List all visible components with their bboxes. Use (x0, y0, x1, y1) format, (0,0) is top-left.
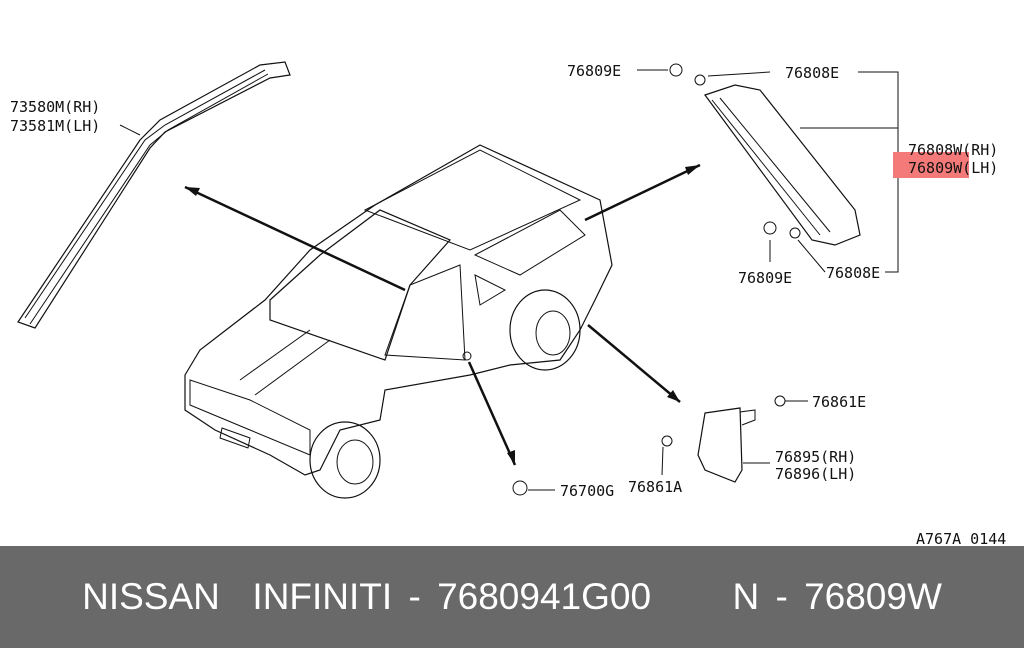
label-76809w-prefix: 76809 (908, 159, 953, 177)
label-76861a: 76861A (628, 478, 682, 496)
label-76809e-top: 76809E (567, 62, 621, 80)
vehicle-drawing (184, 144, 613, 499)
diagram-code: A767A 0144 (916, 530, 1006, 546)
label-76861e: 76861E (812, 393, 866, 411)
garnish-drawing (669, 63, 861, 246)
roof-moulding-drawing (17, 61, 291, 329)
label-76700g: 76700G (560, 482, 614, 500)
separator: - (759, 576, 805, 617)
label-76808e-top: 76808E (785, 64, 839, 82)
ref-number: 76809W (804, 576, 942, 617)
label-76809e-bottom: 76809E (738, 269, 792, 287)
highlight-box (893, 152, 969, 178)
label-76809w-suffix: W(LH) (953, 159, 998, 177)
parts-diagram: 73580M(RH) 73581M(LH) 76809E 76808E 7680… (10, 61, 1006, 546)
separator: - (392, 576, 438, 617)
gap (651, 576, 732, 618)
label-76808e-bottom: 76808E (826, 264, 880, 282)
label-76895: 76895(RH) (775, 448, 856, 466)
brand-name: NISSAN INFINITI (82, 576, 393, 617)
part-number: 7680941G00 (437, 576, 652, 617)
label-76808w: 76808W(RH) (908, 141, 998, 159)
label-76896: 76896(LH) (775, 465, 856, 483)
ref-prefix: N (732, 576, 760, 617)
label-73580m: 73580M(RH) (10, 98, 100, 116)
label-76809w: 76809W(LH) (908, 159, 998, 177)
pointer-arrows (184, 163, 701, 466)
label-73581m: 73581M(LH) (10, 117, 100, 135)
part-info-banner: NISSAN INFINITI - 7680941G00 N - 76809W (0, 546, 1024, 648)
mudguard-drawing (512, 395, 786, 496)
